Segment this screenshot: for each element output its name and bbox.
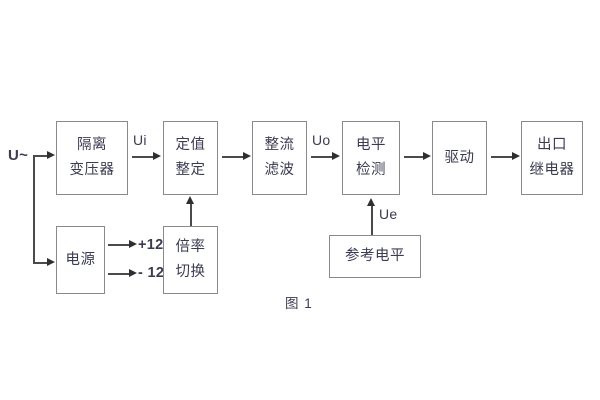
block-rectifier-filter-line2: 滤波: [264, 162, 295, 178]
block-setting-value-line1: 定值: [175, 137, 206, 154]
block-level-detection[interactable]: 电平 检测: [342, 121, 400, 195]
input-bus-vertical: [33, 155, 35, 263]
signal-ue-label: Ue: [379, 206, 398, 222]
rail-positive-arrow: [129, 240, 137, 248]
block-rectifier-filter[interactable]: 整流 滤波: [252, 121, 307, 195]
ue-line: [371, 205, 373, 235]
block-setting-value[interactable]: 定值 整定: [163, 121, 218, 195]
block-output-relay-line1: 出口: [537, 137, 567, 154]
block-multiplier-switch[interactable]: 倍率 切换: [163, 226, 218, 294]
uo-arrow: [332, 152, 340, 160]
setting-to-rectifier-arrow: [243, 152, 251, 160]
block-power-supply-line1: 电源: [65, 251, 96, 268]
branch-to-transformer-line: [33, 155, 48, 157]
block-isolation-transformer-line2: 变压器: [69, 162, 115, 178]
level-to-drive-arrow: [423, 152, 431, 160]
block-level-detection-line1: 电平: [356, 137, 386, 154]
multiplier-to-setting-line: [190, 203, 192, 226]
block-drive[interactable]: 驱动: [432, 121, 487, 195]
level-to-drive-line: [404, 156, 425, 158]
figure-caption: 图 1: [285, 296, 313, 311]
signal-uo-label: Uo: [312, 132, 331, 148]
block-multiplier-switch-line2: 切换: [175, 264, 206, 280]
block-rectifier-filter-line1: 整流: [264, 137, 295, 154]
drive-to-relay-arrow: [512, 152, 520, 160]
multiplier-to-setting-arrow: [186, 196, 194, 204]
block-setting-value-line2: 整定: [175, 162, 206, 178]
setting-to-rectifier-line: [222, 156, 244, 158]
ue-arrow: [367, 198, 375, 206]
input-source-label: U~: [8, 147, 29, 164]
block-level-detection-line2: 检测: [356, 162, 386, 178]
block-multiplier-switch-line1: 倍率: [175, 239, 206, 256]
block-isolation-transformer[interactable]: 隔离 变压器: [56, 121, 128, 195]
block-isolation-transformer-line1: 隔离: [77, 137, 107, 154]
uo-line: [311, 156, 333, 158]
ui-arrow: [153, 152, 161, 160]
branch-to-power-arrow: [47, 258, 55, 266]
rail-positive-line: [108, 244, 130, 246]
block-power-supply[interactable]: 电源: [56, 226, 105, 294]
signal-ui-label: Ui: [133, 132, 147, 148]
branch-to-transformer-arrow: [47, 151, 55, 159]
branch-to-power-line: [33, 262, 48, 264]
block-output-relay[interactable]: 出口 继电器: [521, 121, 583, 195]
block-output-relay-line2: 继电器: [529, 162, 575, 178]
rail-negative-line: [108, 273, 130, 275]
ui-line: [132, 156, 154, 158]
block-reference-level-line1: 参考电平: [345, 248, 405, 265]
block-reference-level[interactable]: 参考电平: [329, 235, 421, 278]
drive-to-relay-line: [491, 156, 513, 158]
rail-negative-arrow: [129, 269, 137, 277]
block-drive-line1: 驱动: [444, 149, 475, 166]
